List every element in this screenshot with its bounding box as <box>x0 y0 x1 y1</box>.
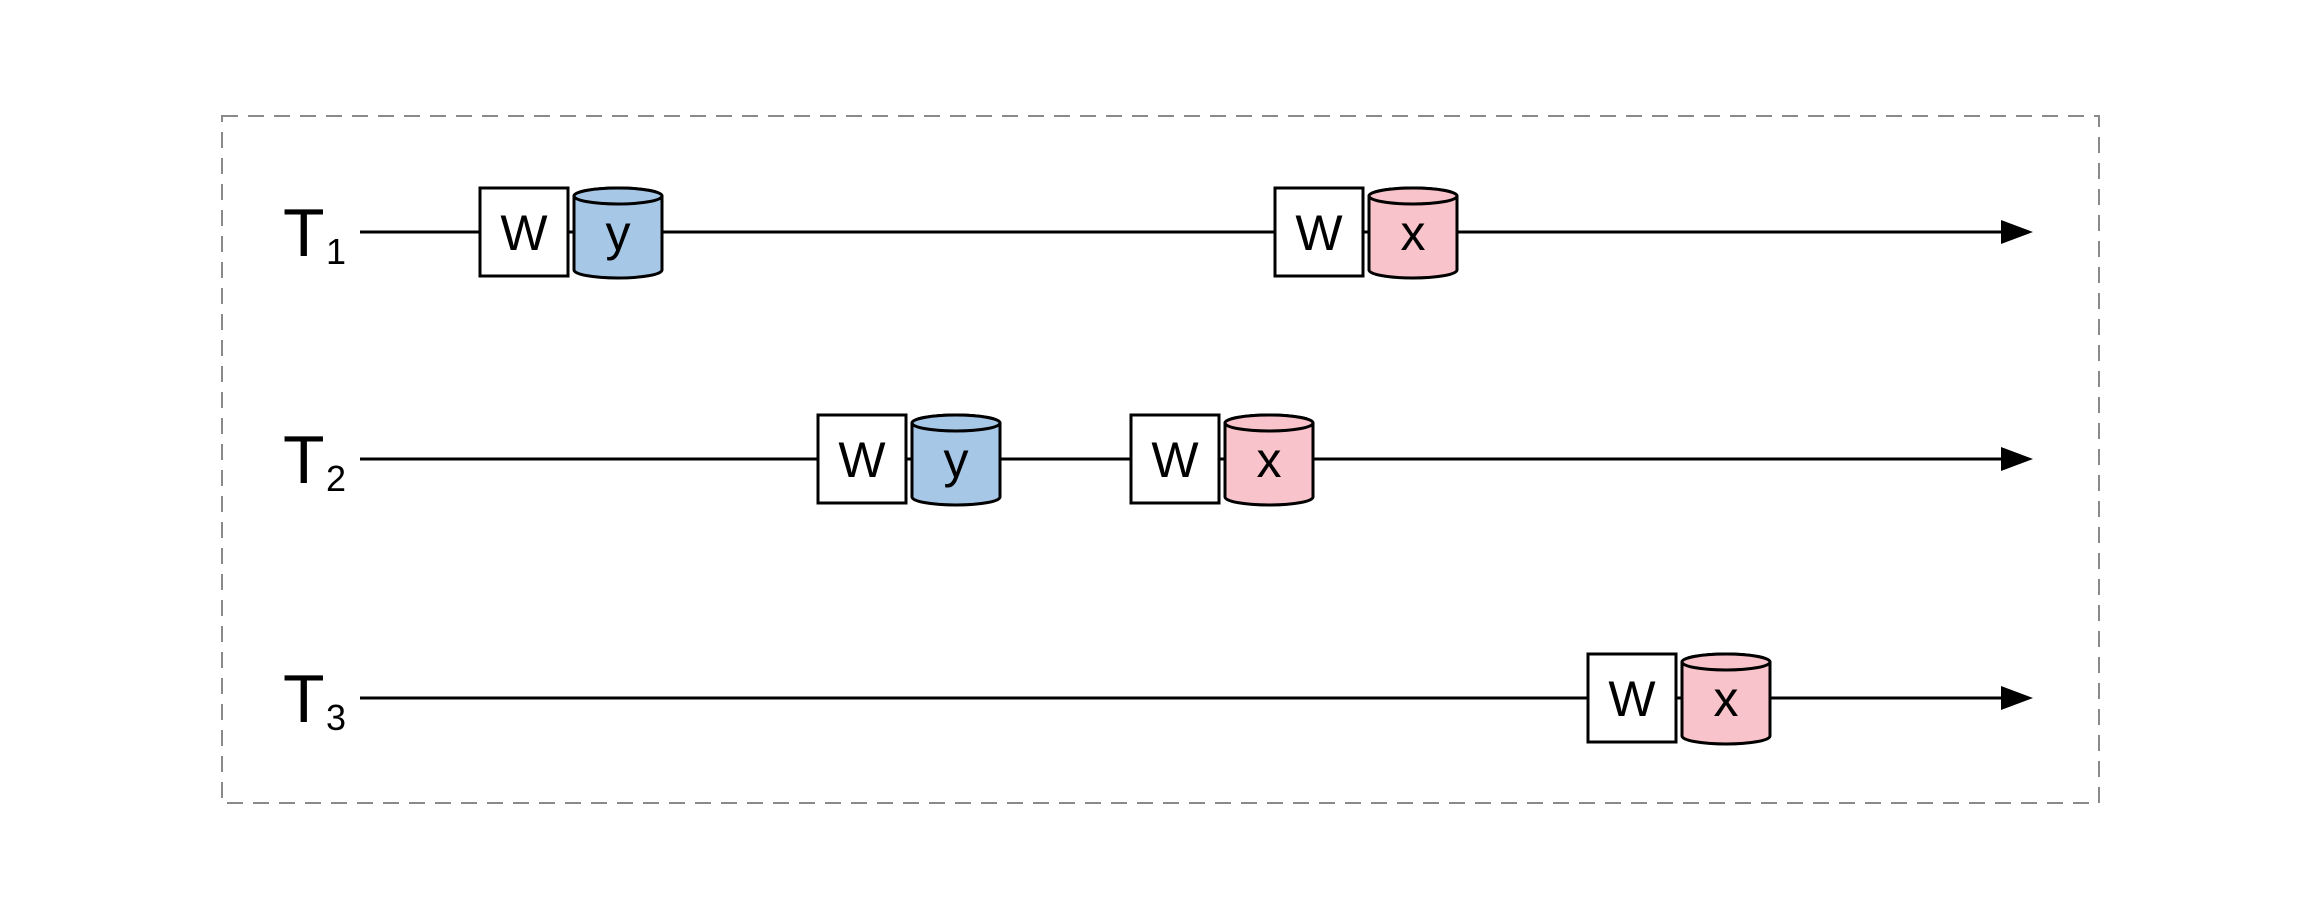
variable-label: x <box>1714 671 1739 727</box>
variable-cylinder-icon: x <box>1223 413 1315 507</box>
arrowhead-icon <box>2001 220 2033 244</box>
variable-cylinder-icon: x <box>1680 652 1772 746</box>
cylinder-top <box>910 413 1002 433</box>
thread-label: T <box>283 195 325 271</box>
variable-cylinder-icon: x <box>1367 186 1459 280</box>
thread-index: 1 <box>326 231 346 272</box>
arrowhead-icon <box>2001 686 2033 710</box>
variable-cylinder-icon: y <box>910 413 1002 507</box>
op-label: W <box>838 432 886 488</box>
variable-label: y <box>944 432 969 488</box>
op-box <box>1586 652 1678 744</box>
cylinder-top <box>1223 413 1315 433</box>
dashed-frame <box>221 115 2100 804</box>
op-label: W <box>1608 671 1656 727</box>
variable-label: x <box>1401 205 1426 261</box>
thread-index: 2 <box>326 458 346 499</box>
variable-label: x <box>1257 432 1282 488</box>
op-box <box>816 413 908 505</box>
variable-label: y <box>606 205 631 261</box>
cylinder-top <box>572 186 664 206</box>
op-label: W <box>1151 432 1199 488</box>
thread-index: 3 <box>326 697 346 738</box>
op-label: W <box>1295 205 1343 261</box>
thread-label: T <box>283 661 325 737</box>
cylinder-top <box>1680 652 1772 672</box>
cylinder-top <box>1367 186 1459 206</box>
op-box <box>1129 413 1221 505</box>
arrowhead-icon <box>2001 447 2033 471</box>
op-label: W <box>500 205 548 261</box>
variable-cylinder-icon: y <box>572 186 664 280</box>
op-box <box>478 186 570 278</box>
op-box <box>1273 186 1365 278</box>
thread-label: T <box>283 422 325 498</box>
